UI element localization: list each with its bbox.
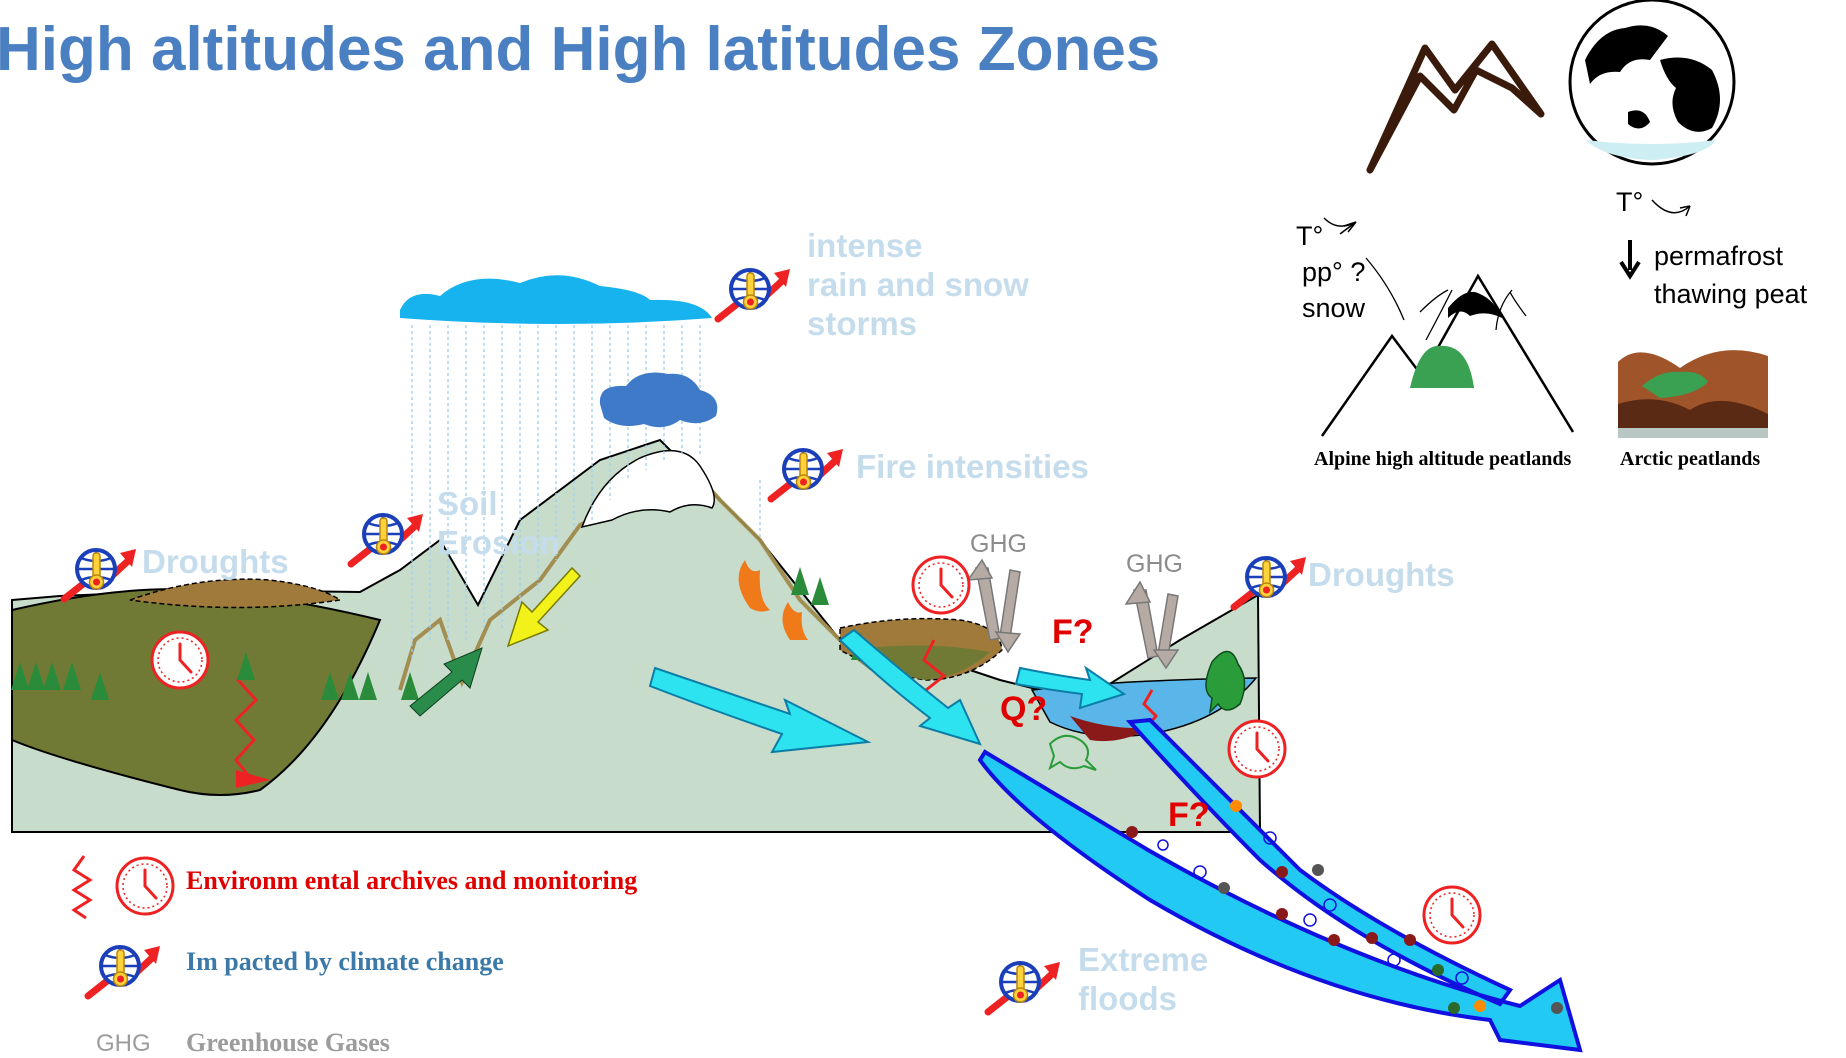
arctic-peatland-sketch xyxy=(1618,350,1768,438)
globe-icon xyxy=(1568,0,1736,166)
sediment-particles xyxy=(1126,800,1563,1014)
page-title: High altitudes and High latitudes Zones xyxy=(0,15,1161,84)
clock-icon xyxy=(150,630,210,690)
ghg-exchange-arrows-b xyxy=(1124,580,1180,670)
label-droughts-left: Droughts xyxy=(142,543,289,580)
ghg-exchange-arrows-a xyxy=(966,558,1022,654)
clock-icon xyxy=(1422,885,1482,945)
legend-archives: Environm ental archives and monitoring xyxy=(186,866,638,895)
legend-ghg-full: Greenhouse Gases xyxy=(186,1028,390,1057)
flood-arrow xyxy=(977,717,1583,1053)
clock-icon xyxy=(1227,719,1287,779)
down-arrow-icon xyxy=(1619,240,1641,280)
inset-alpine-snow: snow xyxy=(1302,293,1366,323)
climate-icon xyxy=(771,449,843,499)
ghg-label-b: GHG xyxy=(1126,550,1183,578)
inset-alpine-t: T° xyxy=(1296,221,1324,251)
inset-alpine-caption: Alpine high altitude peatlands xyxy=(1314,448,1572,470)
climate-icon xyxy=(988,962,1060,1012)
inset-arctic-t: T° xyxy=(1616,187,1644,217)
inset-arctic-caption: Arctic peatlands xyxy=(1620,448,1761,470)
runoff-arrow-2 xyxy=(838,628,982,746)
climate-icon xyxy=(718,269,790,319)
inset-alpine-pp: pp° ? xyxy=(1302,257,1366,287)
legend-impacted: Im pacted by climate change xyxy=(186,947,504,976)
runoff-arrow-1 xyxy=(648,666,872,754)
flux-q: Q? xyxy=(1000,690,1048,728)
storm-cloud xyxy=(400,275,712,324)
inset-arctic-line1: permafrost xyxy=(1654,241,1784,271)
fish-icon xyxy=(1205,650,1246,715)
frog-icon xyxy=(1048,734,1097,771)
climate-icon xyxy=(351,514,423,564)
clock-icon xyxy=(911,555,971,615)
uphill-arrow xyxy=(409,647,483,717)
climate-icon xyxy=(1234,557,1306,607)
label-fire: Fire intensities xyxy=(856,448,1089,485)
small-cloud xyxy=(599,372,718,428)
snow-cap xyxy=(580,449,715,529)
left-peat-mound xyxy=(129,578,342,609)
legend-ghg-abbr: GHG xyxy=(96,1030,151,1057)
runoff-arrow-3 xyxy=(1014,665,1127,710)
label-droughts-right: Droughts xyxy=(1308,556,1455,593)
climate-icon xyxy=(88,946,160,996)
archive-core-icon xyxy=(71,855,93,920)
inset-arctic-line2: thawing peat xyxy=(1654,279,1808,309)
alpine-peatland-sketch xyxy=(1320,217,1575,437)
left-core-mark xyxy=(233,659,259,781)
clock-icon xyxy=(115,856,175,916)
flux-f-lower: F? xyxy=(1168,796,1210,834)
right-core-mark xyxy=(922,639,947,692)
mountain-icon xyxy=(1366,40,1545,174)
ghg-label-a: GHG xyxy=(970,530,1027,558)
flux-f-upper: F? xyxy=(1052,613,1094,651)
fire-icon xyxy=(738,560,770,612)
erosion-arrow xyxy=(506,566,582,648)
